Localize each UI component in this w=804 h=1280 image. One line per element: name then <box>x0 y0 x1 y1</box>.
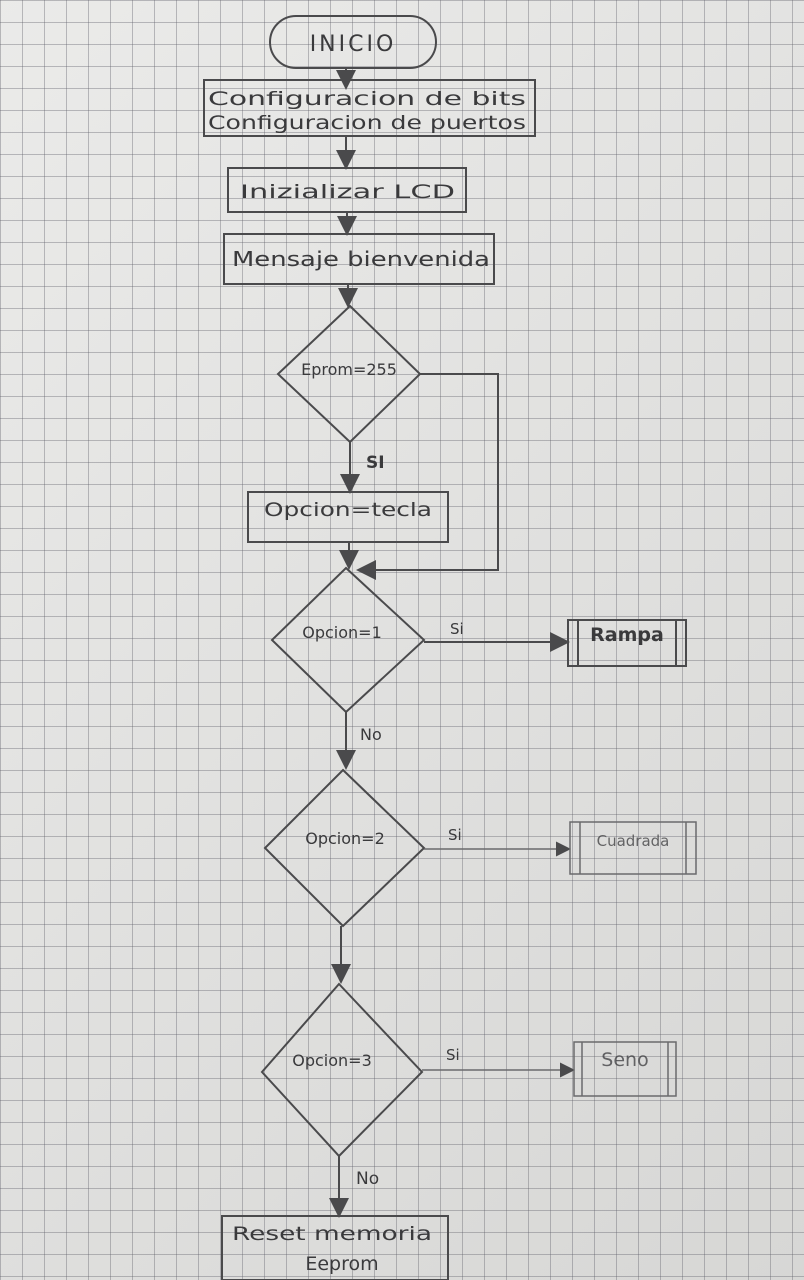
option-3-yes-label: Si <box>446 1046 460 1064</box>
welcome-label: Mensaje bienvenida <box>232 247 490 271</box>
reset-process: Reset memoria Eeprom <box>221 1215 449 1280</box>
reset-label: Reset memoria <box>232 1223 432 1245</box>
init-lcd-label: Inizializar LCD <box>240 181 455 203</box>
option-2-label: Opcion=2 <box>305 829 385 848</box>
option-3-decision: Opcion=3 <box>260 982 424 1158</box>
square-process: Cuadrada <box>569 821 697 875</box>
eeprom-check-label: Eprom=255 <box>301 360 397 379</box>
option-2-yes-label: Si <box>448 826 462 844</box>
start-label: INICIO <box>310 32 397 57</box>
read-key-label: Opcion=tecla <box>264 499 432 521</box>
option-3-no-label: No <box>356 1169 379 1189</box>
option-2-decision: Opcion=2 <box>263 768 426 928</box>
option-1-yes-label: Si <box>450 620 464 638</box>
ramp-process: Rampa <box>567 619 687 667</box>
ramp-label: Rampa <box>590 624 664 646</box>
eeprom-yes-label: SI <box>366 453 385 473</box>
sine-label: Seno <box>601 1049 648 1071</box>
square-label: Cuadrada <box>597 832 670 850</box>
config-ports-label: Configuracion de puertos <box>208 112 526 134</box>
eeprom-bypass-connector <box>356 373 499 580</box>
config-process: Configuracion de bits Configuracion de p… <box>203 79 536 137</box>
option-1-no-label: No <box>360 725 382 744</box>
eeprom-decision: Eprom=255 <box>276 304 422 444</box>
eeprom-label: Eeprom <box>305 1253 378 1275</box>
start-terminal: INICIO <box>269 15 437 69</box>
init-lcd-process: Inizializar LCD <box>227 167 467 213</box>
sine-process: Seno <box>573 1041 677 1097</box>
read-key-process: Opcion=tecla <box>247 491 449 543</box>
config-bits-label: Configuracion de bits <box>208 88 526 110</box>
welcome-process: Mensaje bienvenida <box>223 233 495 285</box>
option-3-label: Opcion=3 <box>292 1051 372 1070</box>
option-1-decision: Opcion=1 <box>270 566 426 714</box>
option-1-label: Opcion=1 <box>302 623 382 642</box>
